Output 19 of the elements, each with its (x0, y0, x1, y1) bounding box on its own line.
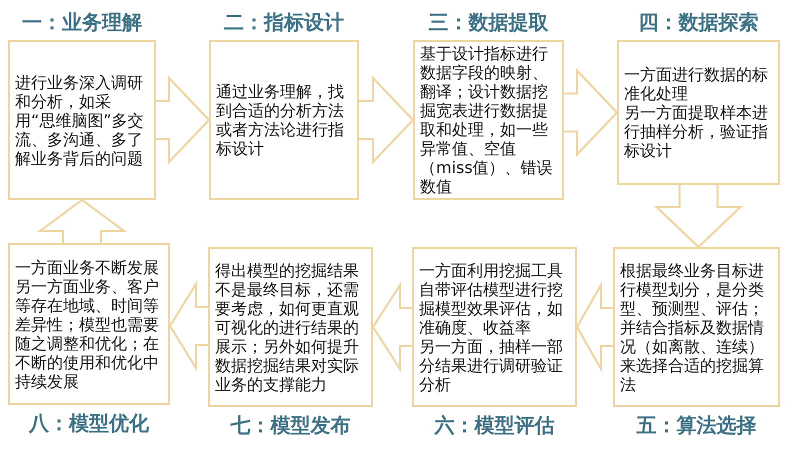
step-description: 进行业务深入调研和分析，如采用“思维脑图”多交流、多沟通、多了解业务背后的问题 (15, 72, 145, 168)
step-heading: 六：模型评估 (434, 413, 554, 437)
step-description: 一方面利用挖掘工具自带评估模型进行挖掘模型效果评估，如准确度、收益率 (419, 260, 564, 336)
step-heading: 一：业务理解 (22, 10, 142, 34)
step-heading: 三：数据提取 (428, 10, 548, 34)
step-description: 一方面进行数据的标准化处理 (624, 65, 769, 103)
step-description: 通过业务理解，找到合适的分析方法或者方法论进行指标设计 (216, 82, 345, 158)
step-heading: 四：数据探索 (638, 10, 758, 34)
step-description: 另一方面业务、客户等存在地域、时间等差异性；模型也需要随之调整和优化；在不断的使用和优化中持续发展 (15, 276, 160, 390)
step-heading: 五：算法选择 (636, 413, 756, 437)
step-heading: 二：指标设计 (224, 10, 344, 34)
step-description: 另一方面提取样本进行抽样分析，验证指标设计 (624, 103, 769, 160)
step-heading: 八：模型优化 (29, 411, 149, 435)
step-description: 得出模型的挖掘结果不是最终目标，还需要考虑，如何更直观可视化的进行结果的展示；另外如何提升数据挖掘结果对实际业务的支撑能力 (215, 260, 360, 394)
step-description: 另一方面，抽样一部分结果进行调研验证分析 (419, 336, 564, 394)
step-description: 一方面业务不断发展 (15, 258, 160, 276)
step-description: 根据最终业务目标进行模型划分，是分类型、预测型、评估；并结合指标及数据情况（如离散、连续）来选择合适的挖掘算法 (620, 260, 765, 394)
step-heading: 七：模型发布 (230, 413, 350, 437)
step-description: 基于设计指标进行数据字段的映射、翻译；设计数据挖掘宽表进行数据提取和处理，如一些异常值、空值（miss值）、错误数值 (420, 44, 554, 196)
